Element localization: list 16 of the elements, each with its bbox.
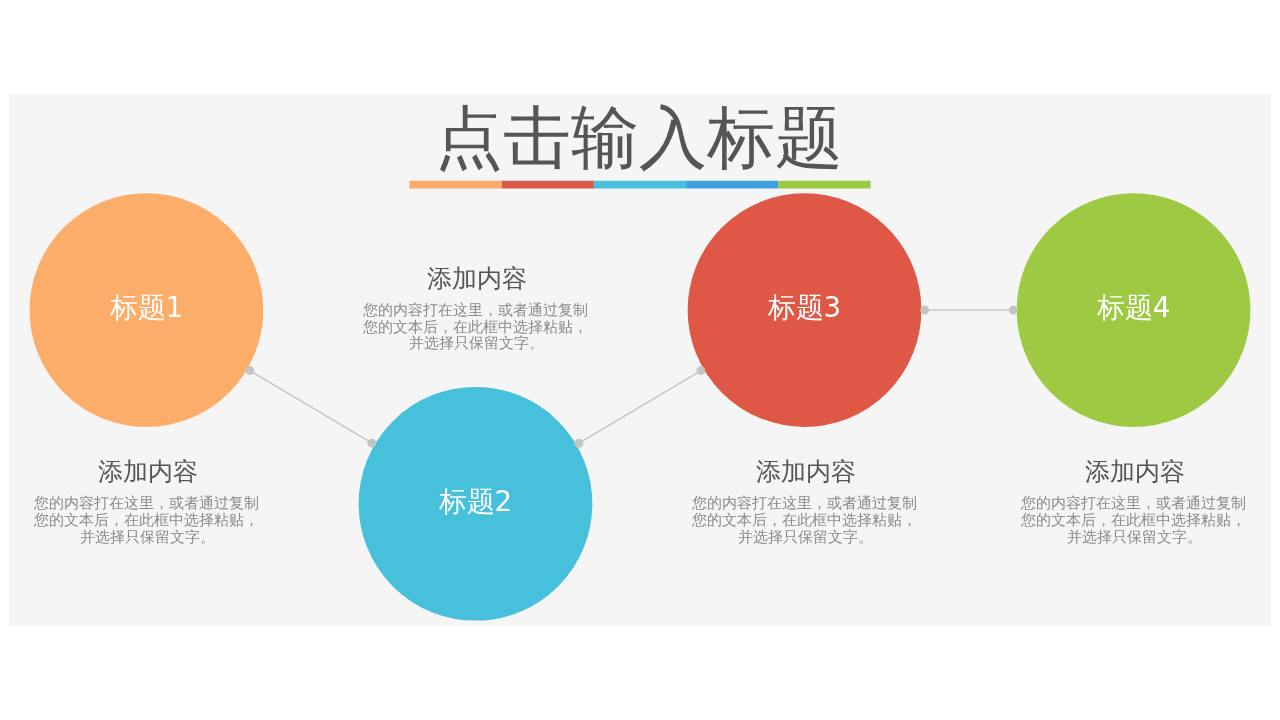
node-circle: 标题4 — [1016, 193, 1251, 427]
node-circle: 标题1 — [29, 193, 264, 427]
node-circle: 标题3 — [687, 193, 922, 427]
node-label: 您的内容打在这里，或者通过复制您的文本后，在此框中选择粘贴，并选择只保留文字。 — [692, 494, 918, 547]
node-label: 添加内容 — [98, 457, 199, 487]
node-label: 添加内容 — [427, 263, 528, 293]
node-circle: 标题2 — [358, 386, 593, 621]
diagram-title: 点击输入标题 — [435, 98, 844, 178]
node-label: 您的内容打在这里，或者通过复制您的文本后，在此框中选择粘贴，并选择只保留文字。 — [1021, 494, 1247, 547]
node-label: 添加内容 — [756, 457, 857, 487]
connector — [920, 305, 1018, 315]
connector — [574, 366, 706, 448]
node-label: 添加内容 — [1085, 457, 1186, 487]
node-label: 您的内容打在这里，或者通过复制您的文本后，在此框中选择粘贴，并选择只保留文字。 — [34, 494, 260, 547]
node-label: 您的内容打在这里，或者通过复制您的文本后，在此框中选择粘贴，并选择只保留文字。 — [363, 300, 589, 353]
connector — [245, 366, 377, 448]
